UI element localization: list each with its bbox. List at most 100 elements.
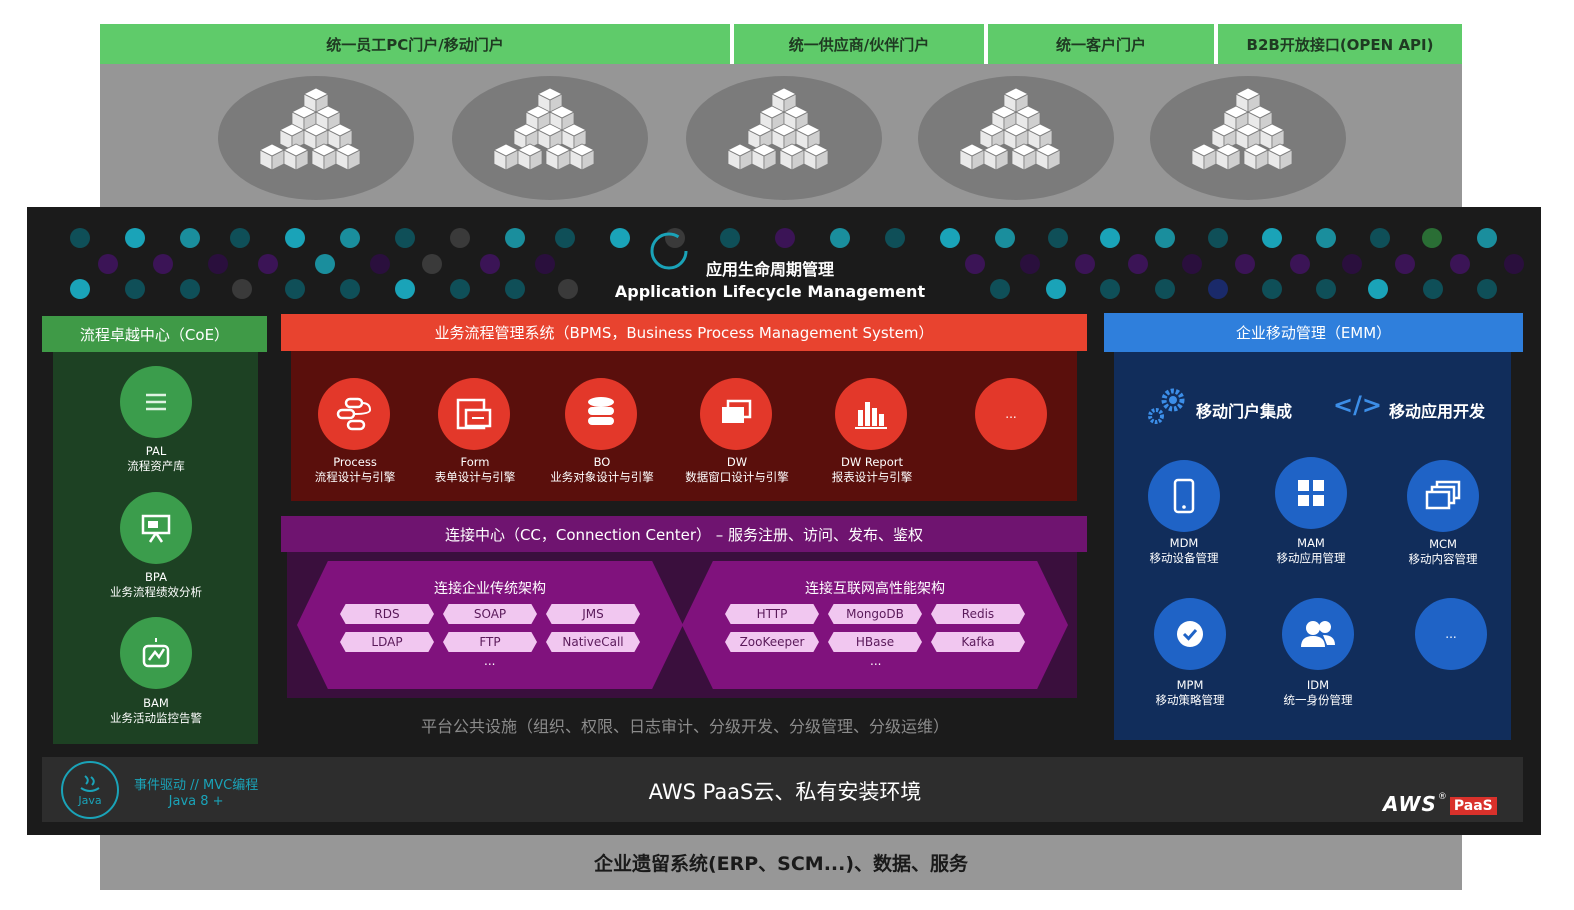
java-info: 事件驱动 // MVC编程 Java 8 + [134, 778, 258, 810]
bpms-item-label: 数据窗口设计与引擎 [685, 470, 789, 484]
bpms-item-bo: BO 业务对象设计与引擎 [517, 455, 687, 485]
alm-dot [830, 228, 850, 248]
alm-dot [1450, 254, 1470, 274]
alm-dot [1100, 228, 1120, 248]
emm-item-mam: MAM 移动应用管理 [1256, 536, 1366, 566]
alm-dot [505, 279, 525, 299]
cc-group-legacy [297, 561, 683, 689]
bpms-body [291, 351, 1077, 501]
alm-dot [1370, 228, 1390, 248]
stack-icon [1407, 460, 1479, 532]
alm-dot [555, 228, 575, 248]
alm-dot [70, 279, 90, 299]
connector-pill: Redis [931, 604, 1025, 624]
aws-logo-text: AWS [1383, 792, 1437, 816]
bpms-item-code: DW Report [840, 455, 903, 469]
database-icon [565, 378, 637, 450]
alm-dot [180, 228, 200, 248]
alm-title-en: Application Lifecycle Management [614, 282, 926, 301]
check-icon [1154, 598, 1226, 670]
emm-item-code: MAM [1297, 536, 1325, 550]
emm-item-mdm: MDM 移动设备管理 [1129, 536, 1239, 566]
alm-dot [885, 228, 905, 248]
alm-dot [720, 228, 740, 248]
connector-pill: HTTP [725, 604, 819, 624]
alm-dot [535, 254, 555, 274]
aws-logo-badge: PaaS [1449, 797, 1497, 815]
alm-dot [395, 279, 415, 299]
aws-paas-title: AWS PaaS云、私有安装环境 [648, 780, 922, 804]
window-icon [700, 378, 772, 450]
coe-item-bpa: BPA 业务流程绩效分析 [80, 570, 232, 600]
cc-group-internet-more: ... [870, 654, 882, 668]
alm-dot [1504, 254, 1524, 274]
emm-body [1114, 352, 1511, 740]
form-icon [438, 378, 510, 450]
portal-supplier: 统一供应商/伙伴门户 [734, 24, 984, 64]
alm-dot [285, 279, 305, 299]
list-icon [120, 366, 192, 438]
alm-dot [258, 254, 278, 274]
bpms-item-label: 表单设计与引擎 [434, 470, 516, 484]
presentation-icon [120, 492, 192, 564]
alm-dot [1075, 254, 1095, 274]
emm-item-label: 移动策略管理 [1155, 693, 1225, 707]
connector-pill: SOAP [443, 604, 537, 624]
alm-dot [230, 228, 250, 248]
alm-title-cn: 应用生命周期管理 [705, 260, 834, 279]
java-icon-text: Java [78, 793, 102, 807]
alm-dot [125, 228, 145, 248]
alm-dot [1290, 254, 1310, 274]
alm-dot [208, 254, 228, 274]
cc-group-legacy-title: 连接企业传统架构 [434, 581, 546, 597]
alm-dot [1128, 254, 1148, 274]
coe-item-pal: PAL 流程资产库 [80, 444, 232, 474]
connector-pill: FTP [443, 632, 537, 652]
alm-dot [610, 228, 630, 248]
coe-item-label: 业务流程绩效分析 [110, 585, 202, 599]
alm-dot [450, 279, 470, 299]
bpms-item-code: DW [726, 455, 748, 469]
alm-dot [340, 279, 360, 299]
aws-logo-registered: ® [1437, 792, 1447, 802]
alm-cycle-icon [650, 232, 688, 270]
app-cubes-2 [452, 76, 648, 200]
alm-dot [1477, 279, 1497, 299]
emm-header: 企业移动管理（EMM） [1104, 313, 1523, 352]
portal-employee: 统一员工PC门户/移动门户 [100, 24, 730, 64]
emm-dev-label: 移动应用开发 [1389, 402, 1486, 421]
alm-dot [1208, 279, 1228, 299]
alm-dot [990, 279, 1010, 299]
emm-item-label: 统一身份管理 [1283, 693, 1353, 707]
alm-dot [232, 279, 252, 299]
coe-item-code: BPA [145, 570, 167, 584]
connector-pill: LDAP [340, 632, 434, 652]
alm-dot [965, 254, 985, 274]
bpms-item-code: BO [593, 455, 611, 469]
code-icon: </> [1333, 391, 1382, 419]
alm-dot [125, 279, 145, 299]
bar-chart-icon [835, 378, 907, 450]
alm-dot [1368, 279, 1388, 299]
alm-dot [1155, 279, 1175, 299]
alm-dot [1208, 228, 1228, 248]
alm-dot [70, 228, 90, 248]
alm-dot [480, 254, 500, 274]
app-cubes-3 [686, 76, 882, 200]
portal-customer: 统一客户门户 [988, 24, 1214, 64]
alm-dot [370, 254, 390, 274]
coe-item-label: 业务活动监控告警 [110, 711, 202, 725]
app-cubes-1 [218, 76, 414, 200]
bpms-item-code: Process [333, 455, 377, 469]
emm-item-mpm: MPM 移动策略管理 [1135, 678, 1245, 708]
alm-dot [1477, 228, 1497, 248]
alm-dot [180, 279, 200, 299]
emm-item-code: MPM [1176, 678, 1204, 692]
alm-dot [1316, 279, 1336, 299]
alm-dot [340, 228, 360, 248]
bpms-item-dw: DW 数据窗口设计与引擎 [652, 455, 822, 485]
alm-title: 应用生命周期管理 Application Lifecycle Managemen… [600, 256, 940, 301]
emm-portal-label: 移动门户集成 [1196, 402, 1293, 421]
bpms-item-dw-report: DW Report 报表设计与引擎 [787, 455, 957, 485]
alm-dot [98, 254, 118, 274]
